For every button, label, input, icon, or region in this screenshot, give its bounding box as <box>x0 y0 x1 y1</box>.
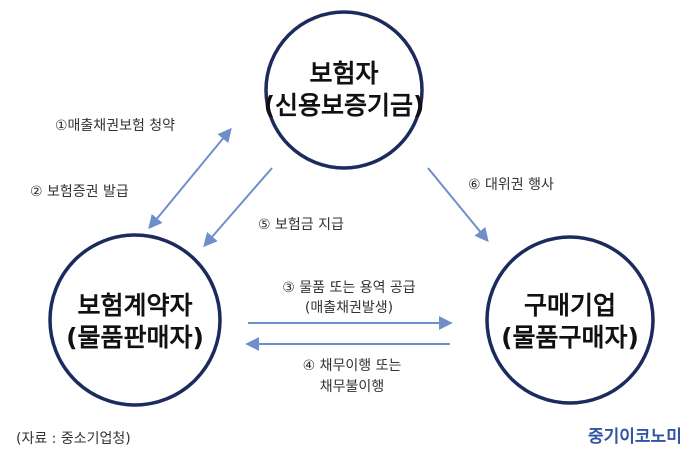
buyer-name: 구매기업 <box>524 291 616 320</box>
label-subrogation: ⑥ 대위권 행사 <box>468 177 554 193</box>
label-perform: ④ 채무이행 또는 <box>303 358 402 374</box>
label-apply: ①매출채권보험 청약 <box>55 118 175 134</box>
insurer-name: 보험자 <box>309 59 378 88</box>
node-insurer: 보험자 (신용보증기금) <box>264 10 425 170</box>
source-note: (자료 : 중소기업청) <box>16 431 131 447</box>
brand-logo: 중기이코노미 <box>588 427 682 447</box>
insurer-org: (신용보증기금) <box>264 91 425 120</box>
arrow-apply-issue <box>148 127 232 230</box>
label-supply: ③ 물품 또는 용역 공급 <box>282 280 416 296</box>
node-policyholder: 보험계약자 (물품판매자) <box>48 233 222 407</box>
buyer-role: (물품구매자) <box>501 323 639 352</box>
arrow-payout <box>203 167 273 248</box>
label-payout: ⑤ 보험금 지급 <box>258 217 344 233</box>
policyholder-name: 보험계약자 <box>77 291 192 320</box>
label-supply-note: (매출채권발생) <box>305 300 393 316</box>
policyholder-role: (물품판매자) <box>66 323 204 352</box>
arrow-subrogation <box>427 167 489 243</box>
label-issue: ② 보험증권 발급 <box>30 184 129 200</box>
label-perform-note: 채무불이행 <box>320 379 384 395</box>
node-buyer: 구매기업 (물품구매자) <box>485 235 655 405</box>
